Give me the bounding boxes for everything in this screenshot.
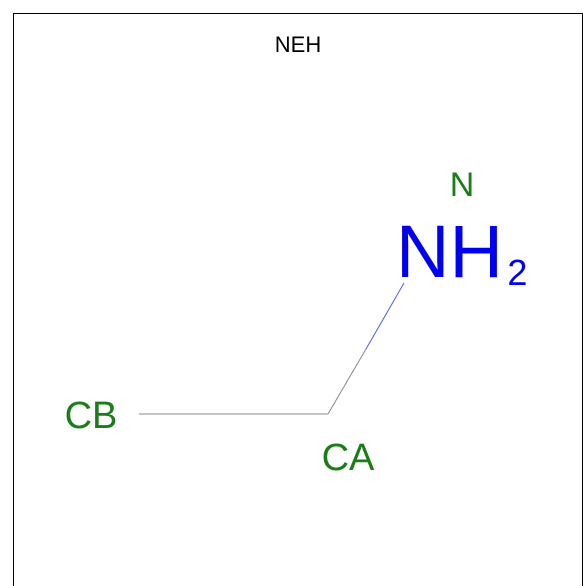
molecule-title: NEH bbox=[275, 32, 321, 57]
atom-label-ca: CA bbox=[322, 437, 375, 479]
atom-group-nh2: NH 2 bbox=[396, 210, 527, 293]
bond-ca-n-carbon-half bbox=[327, 348, 367, 415]
bond-ca-n-nitrogen-half bbox=[365, 282, 405, 350]
atom-group-main: NH bbox=[396, 210, 503, 293]
atom-label-cb: CB bbox=[65, 395, 118, 437]
atom-group-subscript: 2 bbox=[507, 252, 527, 293]
diagram-frame bbox=[13, 13, 583, 586]
atom-label-n: N bbox=[450, 166, 475, 204]
